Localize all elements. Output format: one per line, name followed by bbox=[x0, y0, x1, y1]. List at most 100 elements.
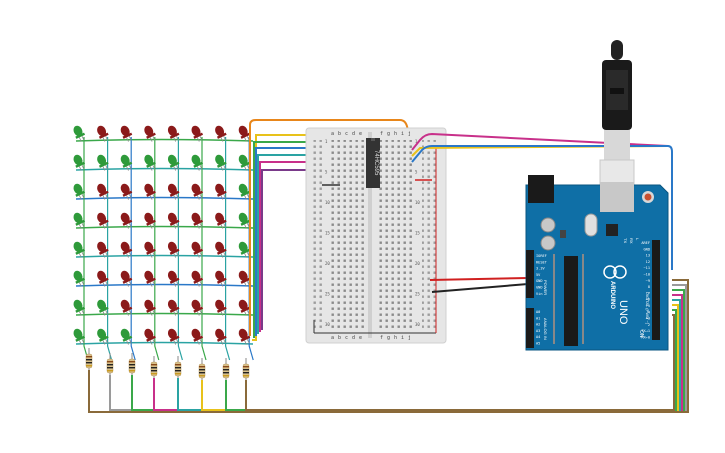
led[interactable] bbox=[119, 182, 135, 201]
led[interactable] bbox=[95, 269, 111, 288]
led[interactable] bbox=[189, 153, 205, 172]
breadboard-col-label: c bbox=[345, 335, 348, 341]
led[interactable] bbox=[189, 182, 205, 201]
breadboard-row-number: 30 bbox=[325, 322, 330, 327]
resistor[interactable] bbox=[222, 358, 230, 384]
resistor[interactable] bbox=[242, 358, 250, 384]
led[interactable] bbox=[71, 269, 87, 288]
led[interactable] bbox=[119, 153, 135, 172]
led[interactable] bbox=[237, 211, 253, 230]
led[interactable] bbox=[142, 240, 158, 259]
matrix-wiring bbox=[75, 137, 254, 361]
digital-header[interactable] bbox=[652, 240, 660, 340]
led[interactable] bbox=[189, 124, 205, 143]
led[interactable] bbox=[119, 240, 135, 259]
led[interactable] bbox=[237, 240, 253, 259]
led[interactable] bbox=[142, 153, 158, 172]
resistor[interactable] bbox=[85, 348, 93, 374]
led[interactable] bbox=[166, 298, 182, 317]
led[interactable] bbox=[166, 269, 182, 288]
led[interactable] bbox=[119, 298, 135, 317]
led[interactable] bbox=[95, 124, 111, 143]
breadboard-row-number: 25 bbox=[325, 292, 330, 297]
matrix-col-wire bbox=[225, 137, 231, 361]
led[interactable] bbox=[213, 153, 229, 172]
resistor[interactable] bbox=[174, 356, 182, 382]
resistor[interactable] bbox=[106, 353, 114, 379]
power-pin-label: IOREF bbox=[536, 254, 547, 258]
matrix-row-wire bbox=[75, 341, 254, 345]
resistor[interactable] bbox=[198, 358, 206, 384]
led[interactable] bbox=[213, 240, 229, 259]
led[interactable] bbox=[71, 240, 87, 259]
arduino-uno-board[interactable]: ARDUINO UNO ON TX RX L POWER ANALOG IN D… bbox=[525, 175, 669, 351]
led[interactable] bbox=[166, 327, 182, 346]
analog-header[interactable] bbox=[526, 308, 534, 348]
led[interactable] bbox=[71, 327, 87, 346]
led[interactable] bbox=[213, 124, 229, 143]
arduino-model-label: UNO bbox=[617, 300, 629, 325]
led[interactable] bbox=[189, 269, 205, 288]
digital-pin-label: 13 bbox=[646, 254, 650, 258]
led[interactable] bbox=[142, 124, 158, 143]
digital-label: DIGITAL (PWM ~) bbox=[645, 292, 650, 325]
led[interactable] bbox=[189, 327, 205, 346]
led[interactable] bbox=[95, 327, 111, 346]
breadboard-col-label: b bbox=[338, 131, 341, 137]
resistor[interactable] bbox=[128, 353, 136, 379]
led[interactable] bbox=[213, 327, 229, 346]
led[interactable] bbox=[213, 182, 229, 201]
power-header[interactable] bbox=[526, 250, 534, 298]
led[interactable] bbox=[237, 124, 253, 143]
led[interactable] bbox=[237, 182, 253, 201]
resistor[interactable] bbox=[150, 356, 158, 382]
led[interactable] bbox=[95, 240, 111, 259]
led[interactable] bbox=[71, 211, 87, 230]
led[interactable] bbox=[119, 211, 135, 230]
led[interactable] bbox=[142, 182, 158, 201]
led[interactable] bbox=[142, 211, 158, 230]
led[interactable] bbox=[237, 153, 253, 172]
led[interactable] bbox=[95, 182, 111, 201]
led[interactable] bbox=[166, 240, 182, 259]
digital-pin-label: ~5 bbox=[646, 304, 650, 308]
led[interactable] bbox=[71, 182, 87, 201]
breadboard-row-number: 10 bbox=[325, 200, 330, 205]
led[interactable] bbox=[189, 240, 205, 259]
matrix-col-wire bbox=[201, 137, 207, 361]
led[interactable] bbox=[71, 124, 87, 143]
digital-pin-label: RX←0 bbox=[641, 336, 650, 340]
led[interactable] bbox=[95, 211, 111, 230]
led[interactable] bbox=[119, 124, 135, 143]
led[interactable] bbox=[71, 153, 87, 172]
reset-button[interactable] bbox=[644, 193, 652, 201]
led[interactable] bbox=[166, 211, 182, 230]
led[interactable] bbox=[189, 298, 205, 317]
led[interactable] bbox=[95, 153, 111, 172]
led[interactable] bbox=[237, 298, 253, 317]
led[interactable] bbox=[237, 327, 253, 346]
led[interactable] bbox=[213, 269, 229, 288]
led[interactable] bbox=[213, 211, 229, 230]
led[interactable] bbox=[142, 298, 158, 317]
analog-pin-label: A1 bbox=[536, 316, 540, 320]
arduino-brand-label: ARDUINO bbox=[609, 281, 615, 309]
led[interactable] bbox=[237, 269, 253, 288]
led[interactable] bbox=[71, 298, 87, 317]
breadboard-col-label: d bbox=[352, 131, 355, 137]
led[interactable] bbox=[166, 182, 182, 201]
led[interactable] bbox=[119, 327, 135, 346]
led[interactable] bbox=[189, 211, 205, 230]
led[interactable] bbox=[213, 298, 229, 317]
led[interactable] bbox=[95, 298, 111, 317]
digital-pin-label: ~10 bbox=[644, 273, 651, 277]
led[interactable] bbox=[142, 269, 158, 288]
led[interactable] bbox=[166, 153, 182, 172]
led[interactable] bbox=[119, 269, 135, 288]
digital-pin-label: TX→1 bbox=[641, 329, 650, 333]
led[interactable] bbox=[166, 124, 182, 143]
power-pin-label: 3.3V bbox=[536, 267, 545, 271]
led[interactable] bbox=[142, 327, 158, 346]
shift-register-chip[interactable]: 74HC595 bbox=[366, 138, 380, 188]
